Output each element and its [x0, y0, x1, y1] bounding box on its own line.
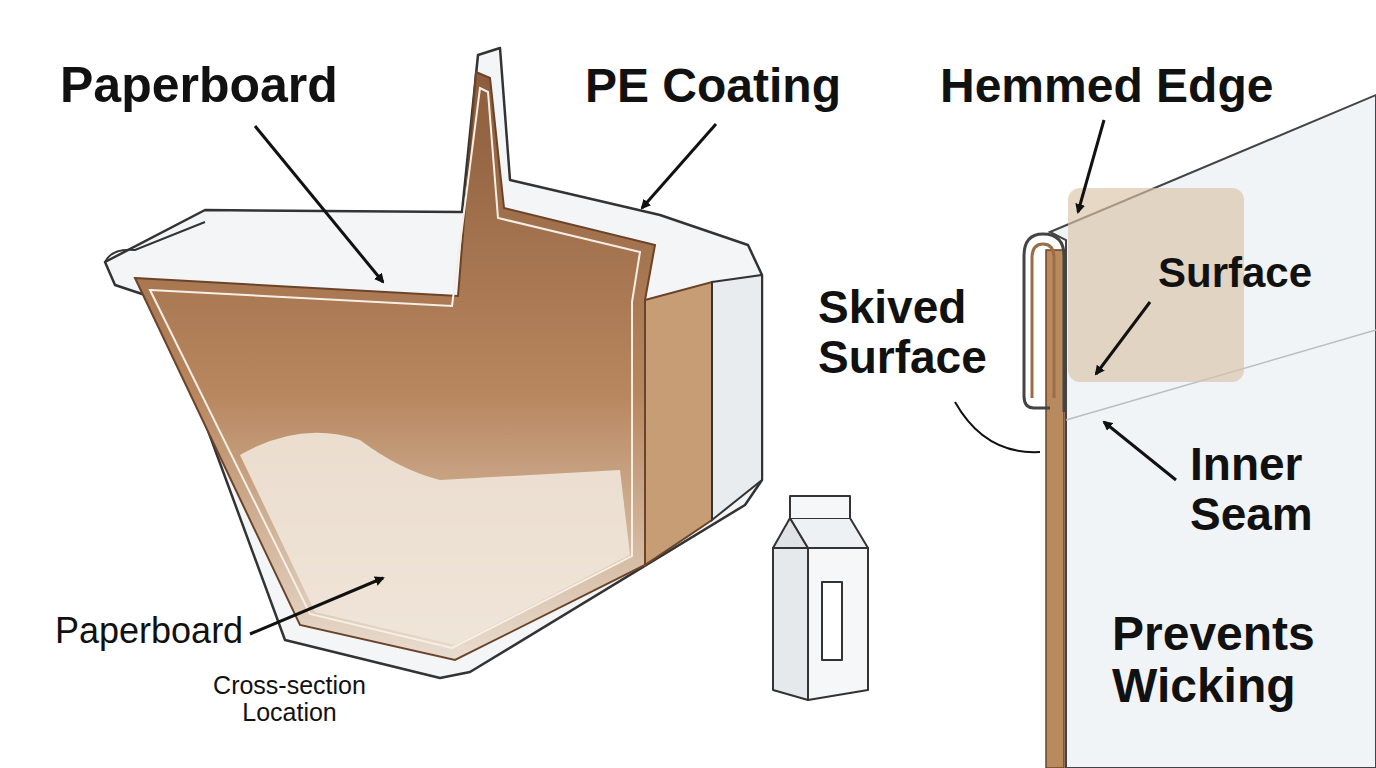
note: Cross-section Location	[182, 672, 397, 726]
leader-lines	[250, 120, 1176, 634]
part-name: PE Coating	[585, 60, 885, 112]
part-name: Surface	[1158, 250, 1358, 295]
part-name: Inner Seam	[1190, 440, 1350, 539]
note: Prevents Wicking	[1112, 608, 1362, 712]
carton-icon	[773, 496, 868, 700]
part-name: Skived Surface	[818, 283, 1018, 382]
part-name: Paperboard	[55, 612, 255, 651]
carton-cutaway	[105, 48, 762, 678]
hemmed-edge-detail	[1024, 95, 1376, 768]
part-name: Hemmed Edge	[940, 60, 1360, 112]
part-name: Paperboard	[60, 58, 380, 112]
